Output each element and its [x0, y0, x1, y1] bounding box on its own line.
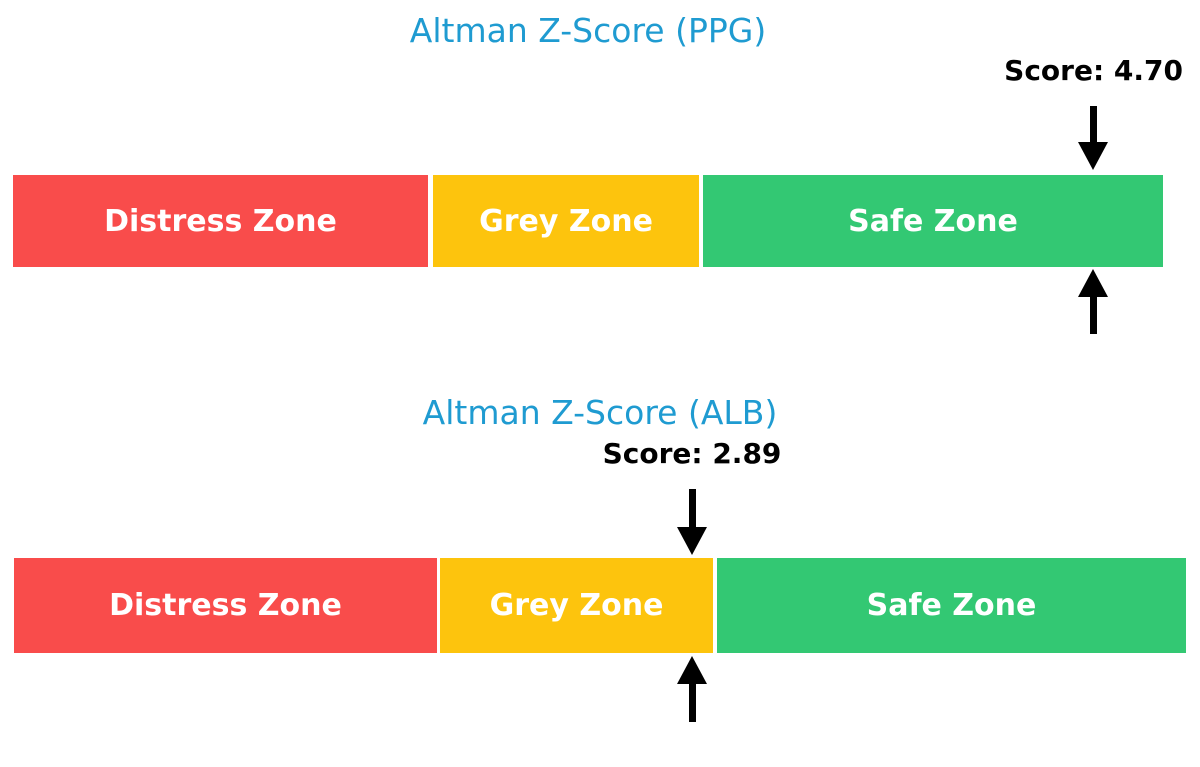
zone-segment-safe: Safe Zone [717, 558, 1186, 653]
zone-label-distress: Distress Zone [109, 588, 342, 623]
down-arrow-head [1078, 142, 1108, 170]
zone-segment-safe: Safe Zone [703, 175, 1163, 267]
chart-title: Altman Z-Score (PPG) [409, 11, 767, 50]
up-arrow-head [1078, 269, 1108, 297]
down-arrow-shaft [689, 489, 696, 529]
zone-label-safe: Safe Zone [848, 203, 1018, 239]
zone-segment-distress: Distress Zone [14, 558, 437, 653]
up-arrow-shaft [689, 682, 696, 722]
zone-label-distress: Distress Zone [104, 203, 337, 239]
chart-title: Altman Z-Score (ALB) [422, 393, 778, 432]
zone-segment-grey: Grey Zone [440, 558, 713, 653]
up-arrow-shaft [1090, 295, 1097, 334]
score-label: Score: 2.89 [602, 437, 782, 470]
zone-label-grey: Grey Zone [489, 588, 664, 623]
zone-segment-grey: Grey Zone [433, 175, 699, 267]
score-label: Score: 4.70 [1004, 54, 1183, 87]
zone-label-grey: Grey Zone [479, 203, 653, 239]
down-arrow-head [677, 527, 707, 555]
up-arrow-head [677, 656, 707, 684]
down-arrow-shaft [1090, 106, 1097, 144]
zone-segment-distress: Distress Zone [13, 175, 428, 267]
zone-label-safe: Safe Zone [866, 588, 1037, 623]
